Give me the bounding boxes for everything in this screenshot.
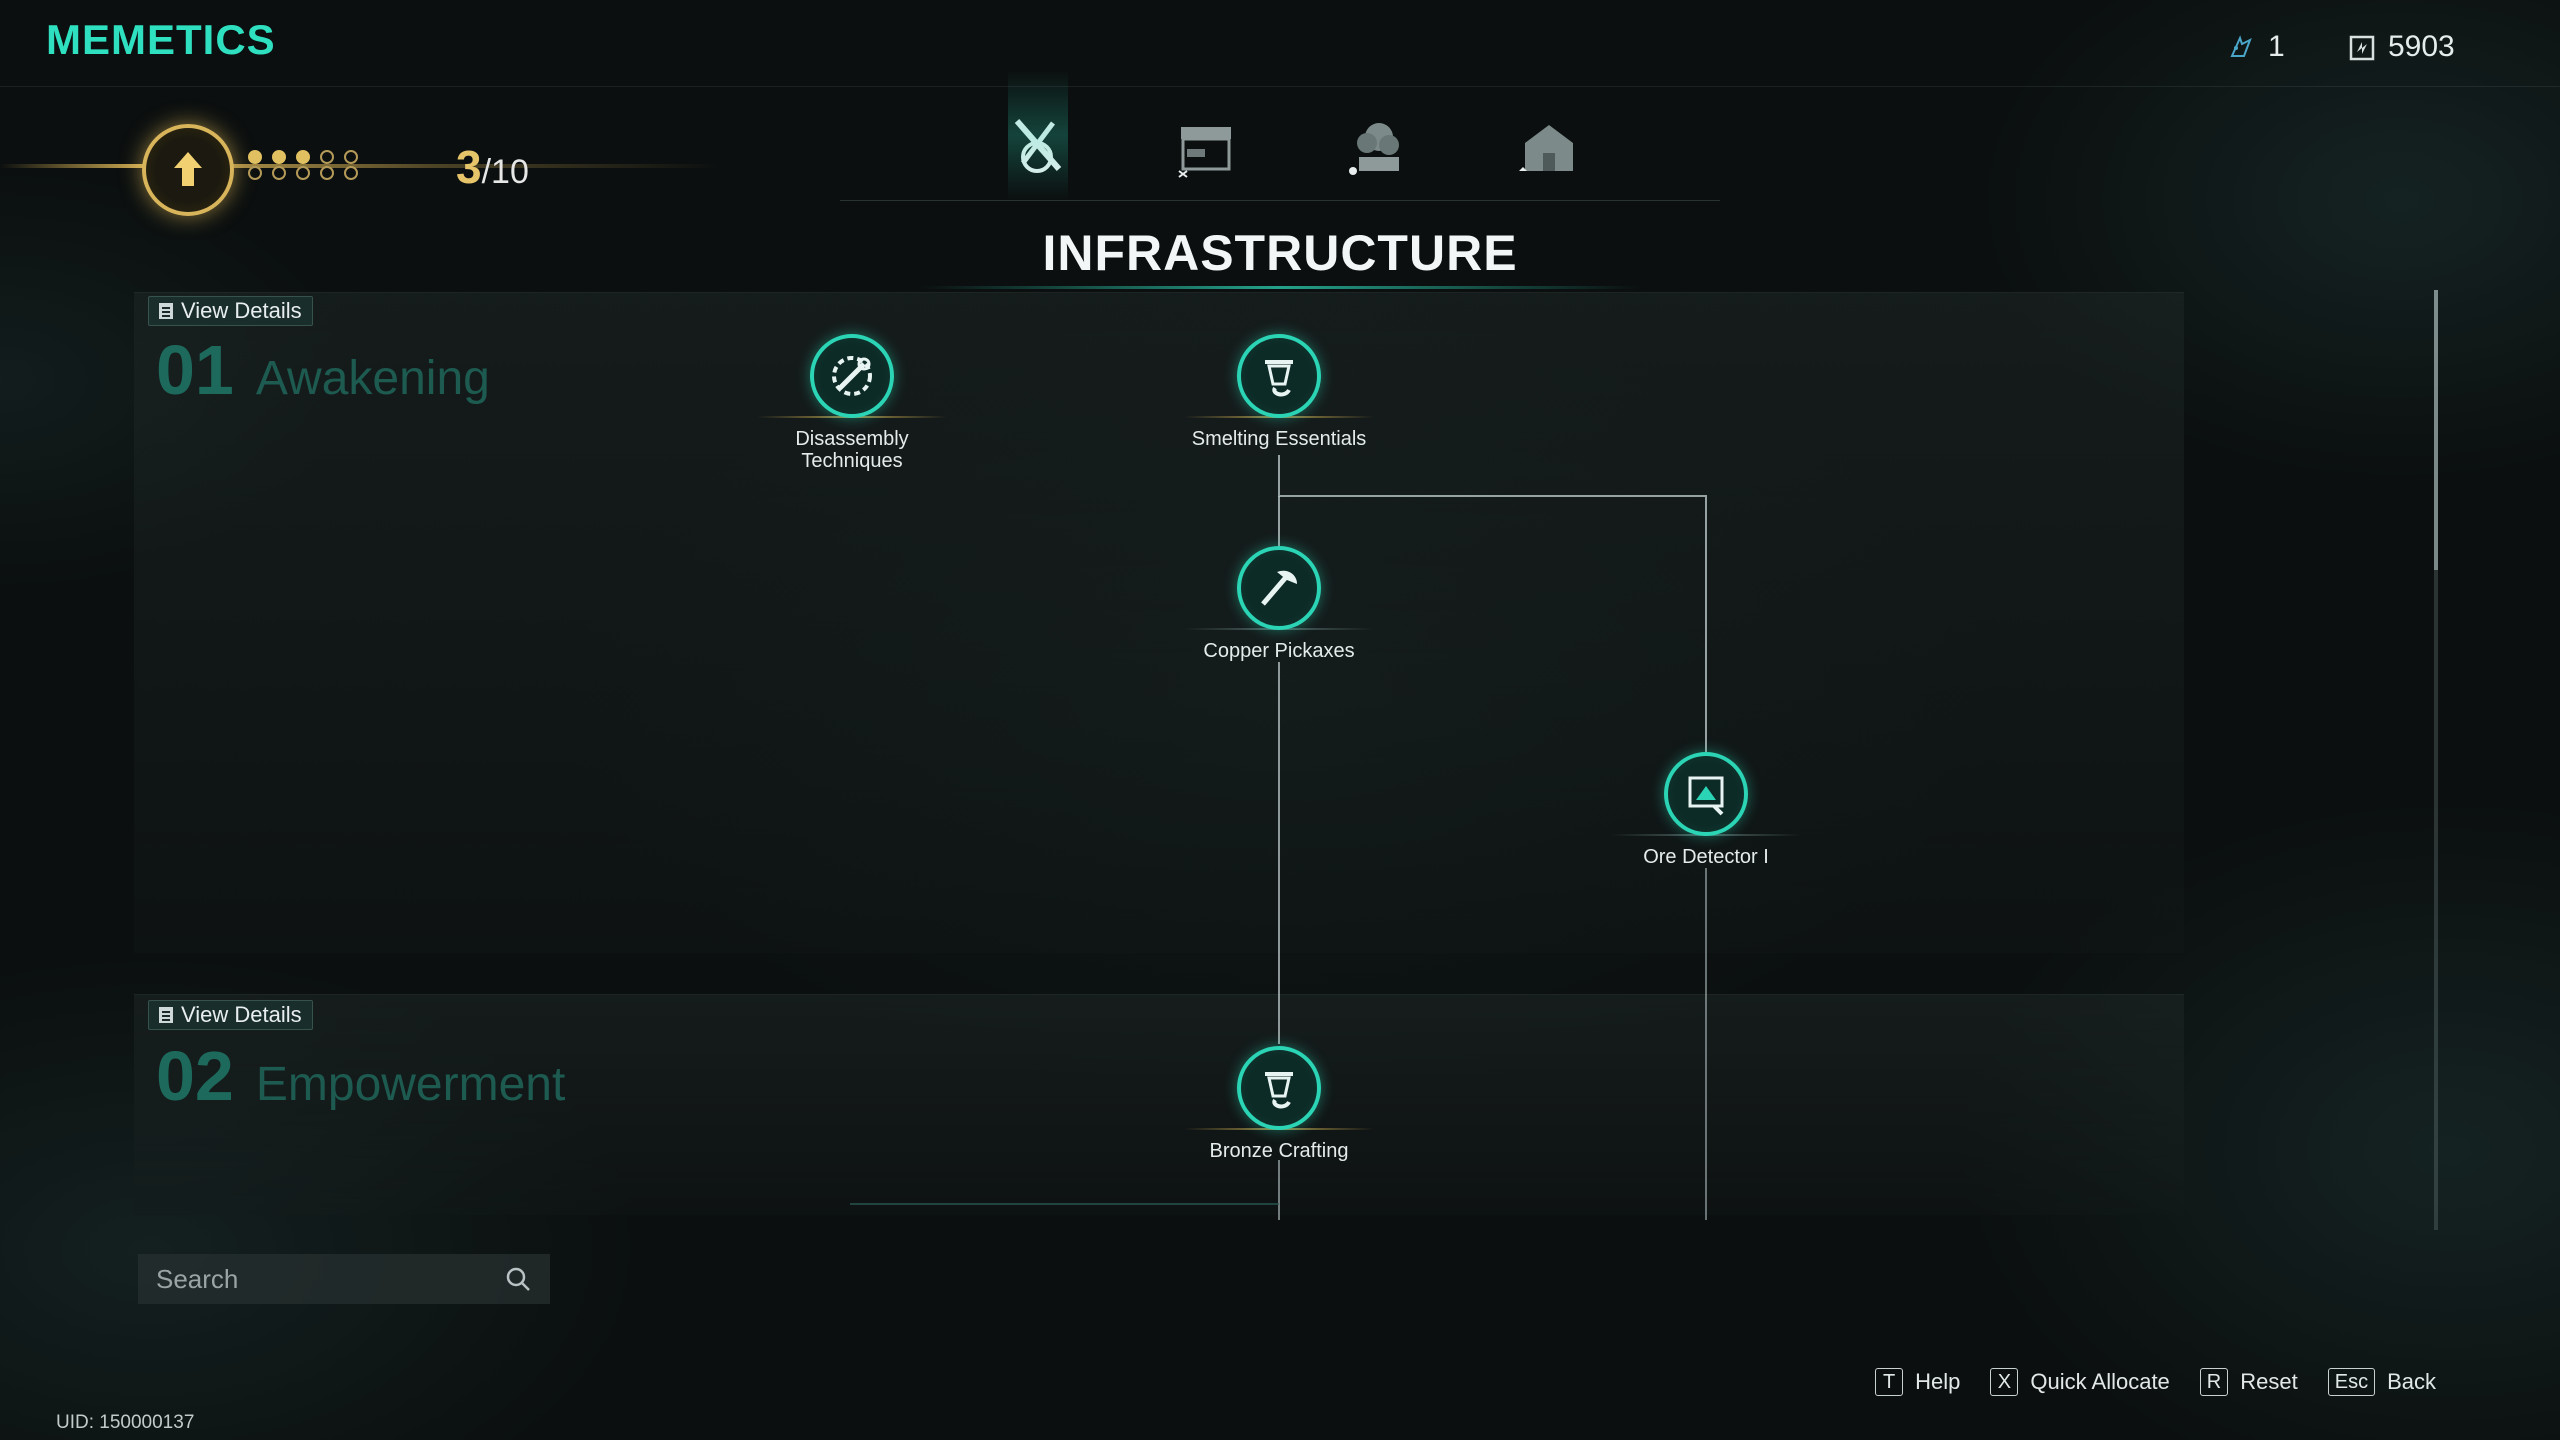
- view-details-label: View Details: [181, 1002, 302, 1027]
- header-band: [0, 0, 2560, 87]
- hint-quick-allocate[interactable]: X Quick Allocate: [1990, 1368, 2170, 1396]
- tab-housing[interactable]: [1500, 100, 1596, 196]
- workbench-icon: [1178, 127, 1231, 178]
- scrollbar-thumb[interactable]: [2434, 290, 2438, 570]
- level-dot: [272, 150, 286, 164]
- search-input[interactable]: [138, 1262, 498, 1296]
- tier-panel-awakening: [134, 292, 2184, 953]
- hint-label: Back: [2387, 1369, 2436, 1394]
- level-max: /10: [481, 153, 529, 191]
- user-id: UID: 150000137: [56, 1412, 195, 1433]
- crucible-icon: [1237, 334, 1321, 418]
- document-icon: [159, 1007, 173, 1023]
- planter-icon: [1349, 123, 1399, 175]
- level-dots: [248, 150, 368, 180]
- hint-label: Quick Allocate: [2030, 1369, 2170, 1394]
- hint-reset[interactable]: R Reset: [2199, 1368, 2298, 1396]
- gear-tools-icon: [1014, 119, 1062, 173]
- level-current: 3: [456, 141, 482, 193]
- tab-tools[interactable]: [990, 70, 1086, 200]
- key-cap: X: [1990, 1368, 2019, 1396]
- skill-node-copper-pickaxes[interactable]: Copper Pickaxes: [1169, 546, 1389, 662]
- tier-panel-empowerment: [134, 994, 2184, 1215]
- tab-workbench[interactable]: [1158, 100, 1254, 196]
- view-details-button-tier2[interactable]: View Details: [148, 1000, 313, 1030]
- key-cap: R: [2199, 1368, 2229, 1396]
- skill-node-disassembly[interactable]: Disassembly Techniques: [742, 334, 962, 472]
- level-glow: [0, 164, 720, 168]
- hint-help[interactable]: T Help: [1875, 1368, 1960, 1396]
- house-icon: [1519, 125, 1573, 171]
- node-label: Ore Detector I: [1643, 846, 1769, 868]
- level-count: 3/10: [456, 140, 529, 194]
- level-dot: [248, 166, 262, 180]
- view-details-button-tier1[interactable]: View Details: [148, 296, 313, 326]
- tier-number: 01: [156, 331, 234, 409]
- level-dot: [296, 150, 310, 164]
- arrow-up-icon: [174, 152, 202, 186]
- level-dot: [344, 166, 358, 180]
- key-cap: Esc: [2327, 1368, 2376, 1396]
- node-label: Copper Pickaxes: [1203, 640, 1355, 662]
- skill-node-ore-detector[interactable]: Ore Detector I: [1596, 752, 1816, 868]
- scrollbar[interactable]: [2434, 290, 2438, 1230]
- level-dot: [296, 166, 310, 180]
- node-label: Disassembly Techniques: [742, 428, 962, 472]
- node-label-line1: Disassembly: [795, 428, 909, 450]
- currency-a-value: 1: [2268, 30, 2285, 63]
- currency-b: 5903: [2348, 30, 2455, 64]
- search-box: [138, 1254, 550, 1304]
- tier-heading-1: 01 Awakening: [156, 330, 490, 410]
- ore-detector-icon: [1664, 752, 1748, 836]
- view-details-label: View Details: [181, 298, 302, 323]
- section-underline: [920, 286, 1640, 289]
- crucible-icon: [1237, 1046, 1321, 1130]
- skill-node-smelting[interactable]: Smelting Essentials: [1169, 334, 1389, 450]
- tier-heading-2: 02 Empowerment: [156, 1036, 565, 1116]
- document-icon: [159, 303, 173, 319]
- hint-label: Reset: [2240, 1369, 2298, 1394]
- hint-back[interactable]: Esc Back: [2327, 1368, 2436, 1396]
- node-label-line2: Techniques: [801, 450, 903, 472]
- hint-label: Help: [1915, 1369, 1961, 1394]
- skill-node-bronze-crafting[interactable]: Bronze Crafting: [1169, 1046, 1389, 1162]
- node-label: Smelting Essentials: [1191, 428, 1367, 450]
- pickaxe-icon: [1237, 546, 1321, 630]
- tab-farming[interactable]: [1330, 100, 1426, 196]
- shard-icon: [2228, 34, 2254, 60]
- tier-name: Empowerment: [255, 1058, 566, 1111]
- section-title: INFRASTRUCTURE: [1042, 225, 1518, 281]
- currency-a: 1: [2228, 30, 2285, 64]
- level-dot: [344, 150, 358, 164]
- level-dot: [248, 150, 262, 164]
- search-icon[interactable]: [498, 1259, 538, 1299]
- currency-b-value: 5903: [2388, 30, 2455, 63]
- level-up-badge[interactable]: [142, 124, 234, 216]
- wrench-gear-icon: [810, 334, 894, 418]
- tier-name: Awakening: [255, 352, 490, 405]
- key-hints: T Help X Quick Allocate R Reset Esc Back: [1875, 1368, 2436, 1396]
- node-label: Bronze Crafting: [1209, 1140, 1349, 1162]
- level-dot: [320, 150, 334, 164]
- level-dot: [272, 166, 286, 180]
- tier-number: 02: [156, 1037, 234, 1115]
- level-dot: [320, 166, 334, 180]
- category-tabs: [840, 70, 1720, 201]
- page-title: MEMETICS: [46, 16, 276, 63]
- key-cap: T: [1875, 1368, 1904, 1396]
- memetic-point-icon: [2348, 34, 2375, 61]
- level-progress: 3/10: [0, 110, 720, 230]
